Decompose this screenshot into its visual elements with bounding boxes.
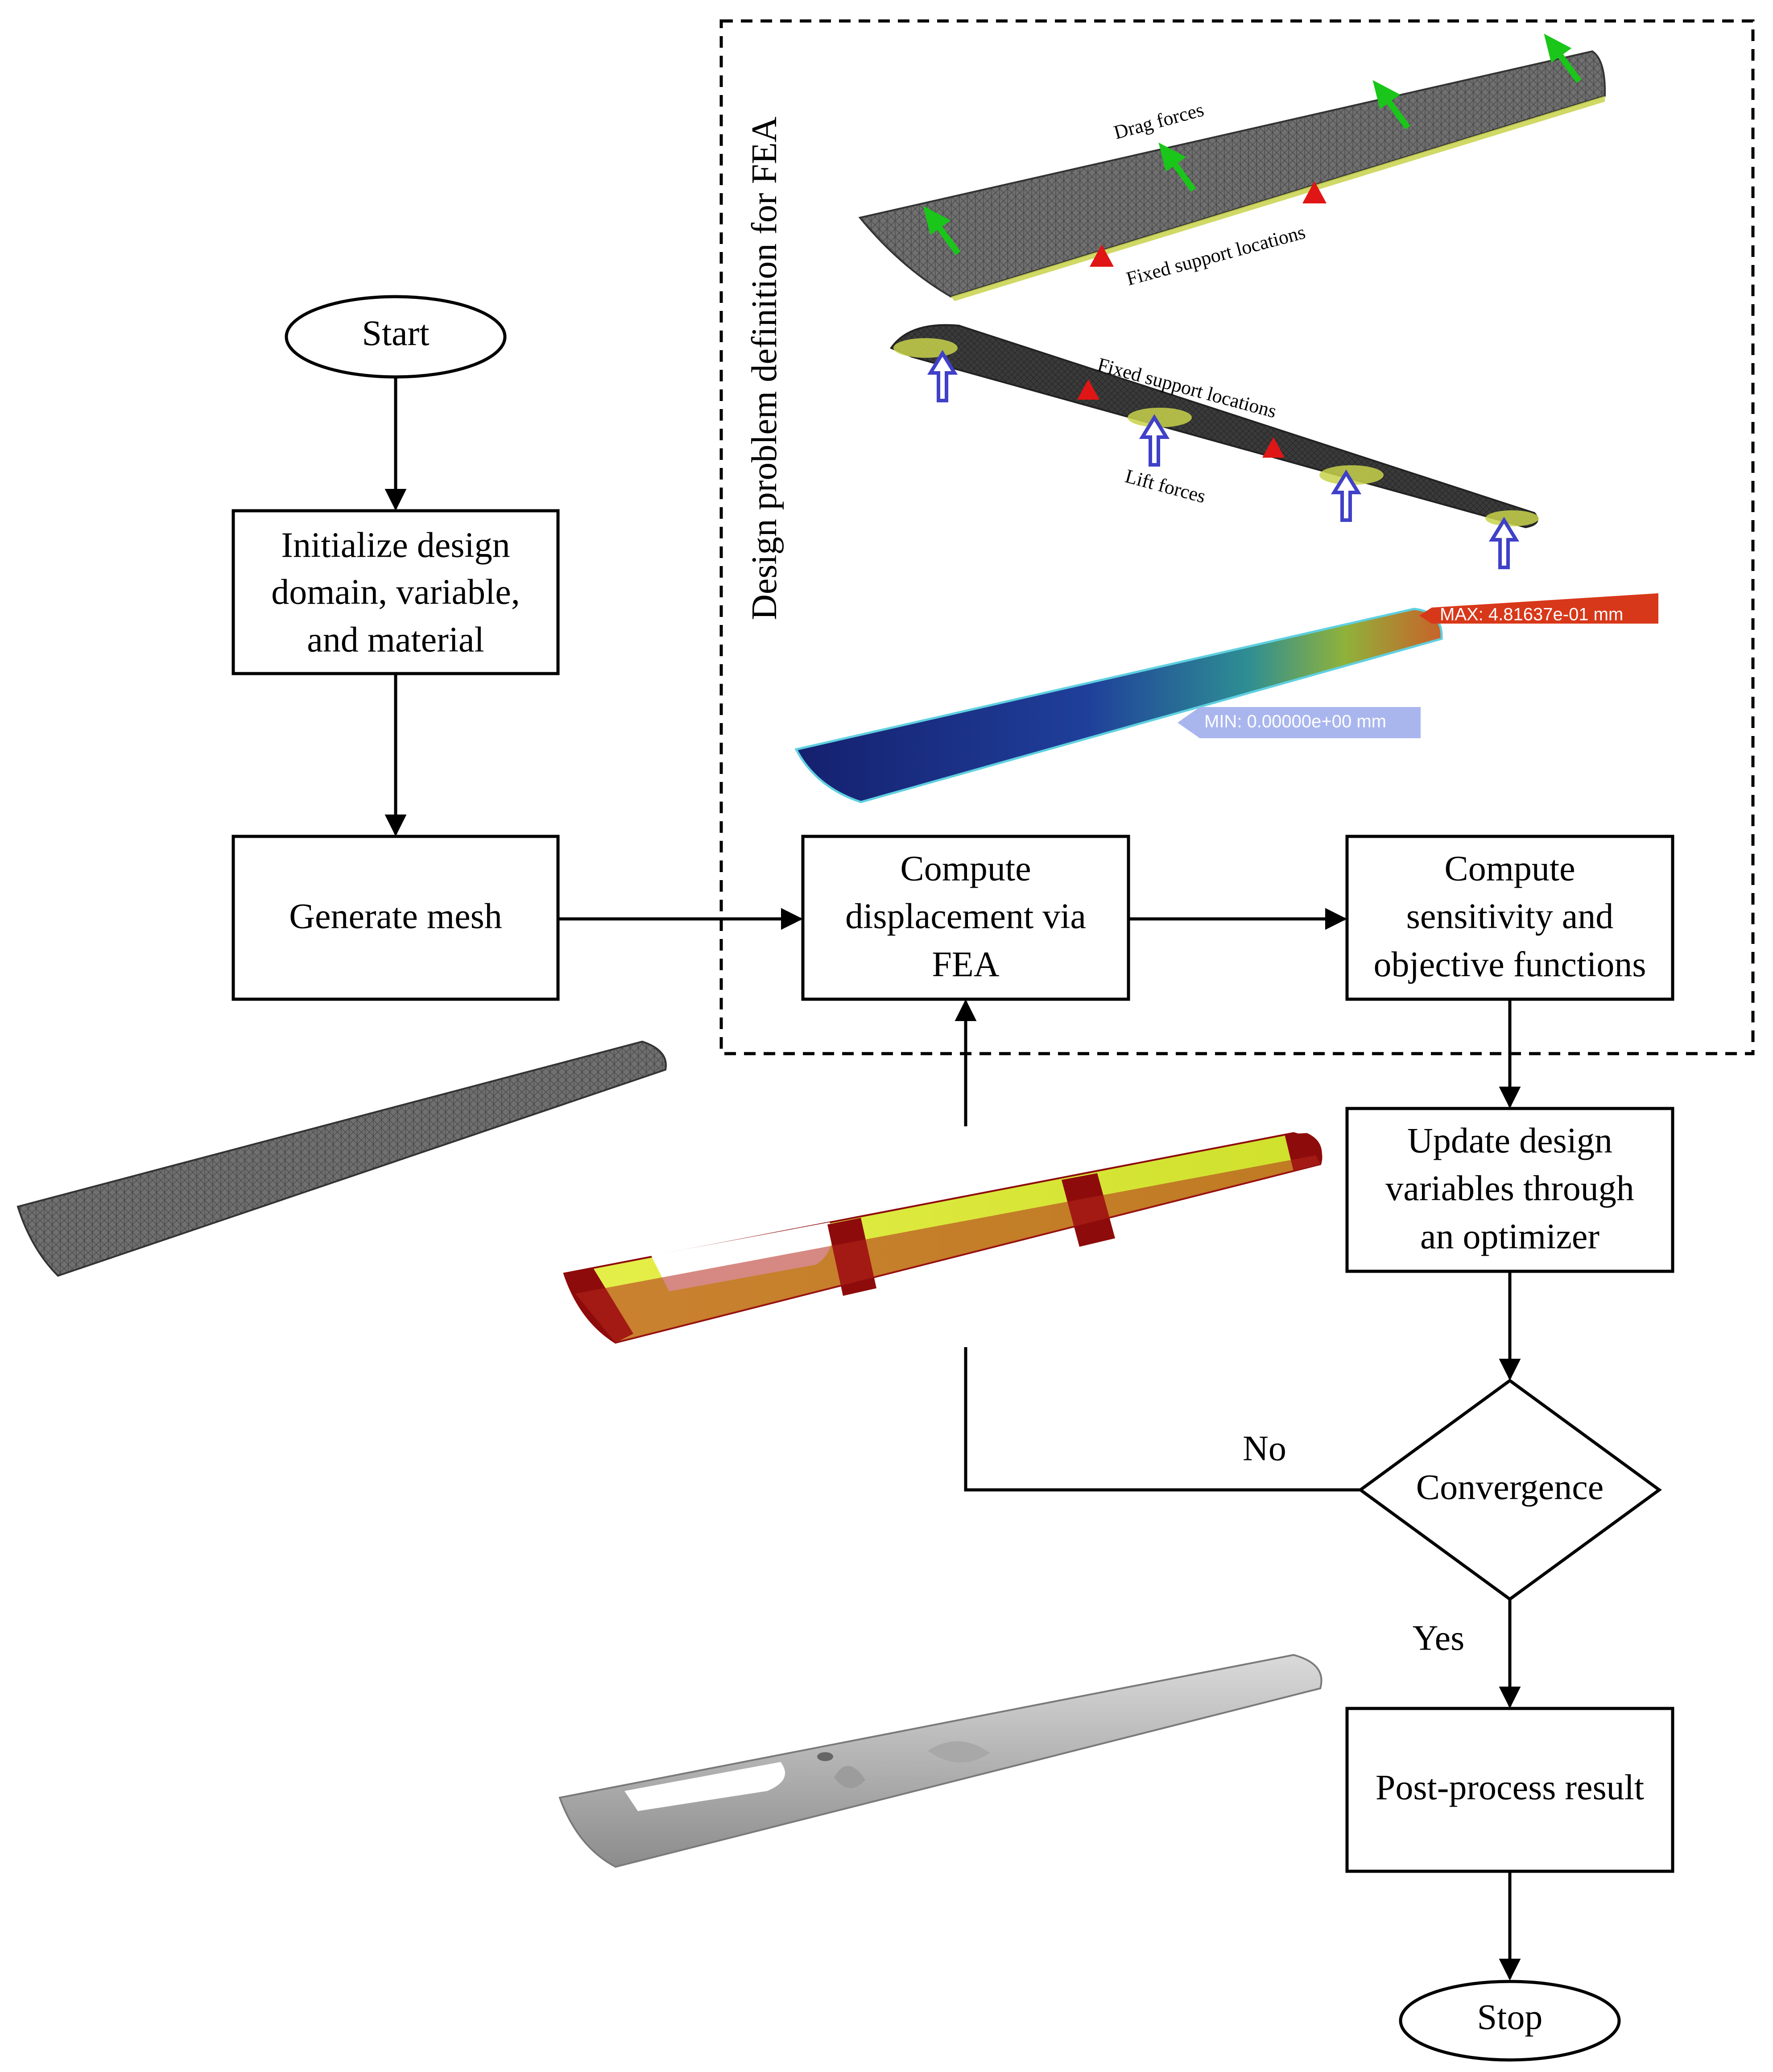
support-marker <box>1077 379 1099 400</box>
initialize-label-line-1: Initialize design <box>281 525 510 565</box>
support-marker <box>1262 437 1285 458</box>
wing-lift-forces: Fixed support locations Lift forces <box>889 324 1539 569</box>
start-label: Start <box>362 314 429 353</box>
compute-displacement-line-3: FEA <box>932 945 999 984</box>
lift-arrow <box>927 350 958 402</box>
support-marker <box>1090 244 1114 267</box>
drag-arrow <box>1372 80 1410 130</box>
update-design-line-3: an optimizer <box>1420 1217 1599 1256</box>
min-tag-label: MIN: 0.00000e+00 mm <box>1204 712 1386 732</box>
max-tag-label: MAX: 4.81637e-01 mm <box>1440 605 1623 624</box>
drag-forces-label: Drag forces <box>1112 99 1206 144</box>
fea-panel-title: Design problem definition for FEA <box>745 116 784 620</box>
wing-drag-forces: Drag forces Fixed support locations <box>858 33 1606 301</box>
yes-edge-label: Yes <box>1413 1618 1464 1658</box>
optimized-wing-surface <box>558 1654 1323 1868</box>
stop-terminal <box>1399 1980 1621 2062</box>
initialize-label-line-2: domain, variable, <box>271 572 520 612</box>
compute-displacement-line-2: displacement via <box>845 897 1086 936</box>
generate-mesh-box <box>231 835 560 1001</box>
lift-arrow <box>1488 517 1520 569</box>
post-process-box <box>1345 1707 1674 1873</box>
compute-displacement-line-1: Compute <box>900 849 1031 888</box>
lift-arrow <box>1139 414 1170 467</box>
support-marker <box>1302 181 1327 203</box>
fea-panel-border <box>719 19 1755 1055</box>
wing-mesh-top <box>858 50 1606 298</box>
density-wing-image <box>563 1132 1323 1344</box>
generate-mesh-label: Generate mesh <box>289 897 502 936</box>
meshed-wing-image <box>17 1040 667 1277</box>
drag-arrow <box>1544 33 1582 83</box>
max-tag <box>1419 593 1658 624</box>
update-design-box <box>1345 1107 1674 1273</box>
compute-sensitivity-line-3: objective functions <box>1374 945 1646 984</box>
compute-sensitivity-box <box>1345 835 1674 1001</box>
optimized-wing-image <box>558 1654 1323 1868</box>
update-design-line-1: Update design <box>1407 1121 1612 1160</box>
compute-displacement-box <box>801 835 1130 1001</box>
no-loop-line <box>964 1347 1360 1492</box>
initialize-box <box>231 509 560 675</box>
no-edge-label: No <box>1243 1429 1286 1468</box>
min-tag <box>1178 707 1421 738</box>
drag-arrow <box>923 206 961 256</box>
compute-sensitivity-line-2: sensitivity and <box>1406 897 1613 936</box>
wing-displacement-result: MAX: 4.81637e-01 mm MIN: 0.00000e+00 mm <box>794 593 1658 803</box>
post-process-label: Post-process result <box>1376 1768 1644 1807</box>
wing-mesh-side <box>889 324 1538 529</box>
stop-label: Stop <box>1477 1998 1543 2037</box>
displacement-contour <box>794 608 1443 803</box>
compute-sensitivity-line-1: Compute <box>1444 849 1575 888</box>
drag-arrow <box>1158 142 1196 192</box>
lift-arrow <box>1331 469 1362 522</box>
initialize-label-line-3: and material <box>307 620 484 659</box>
lift-forces-label: Lift forces <box>1123 465 1208 507</box>
convergence-label: Convergence <box>1416 1468 1604 1507</box>
update-design-line-2: variables through <box>1385 1169 1634 1208</box>
meshed-wing-surface <box>17 1040 667 1277</box>
